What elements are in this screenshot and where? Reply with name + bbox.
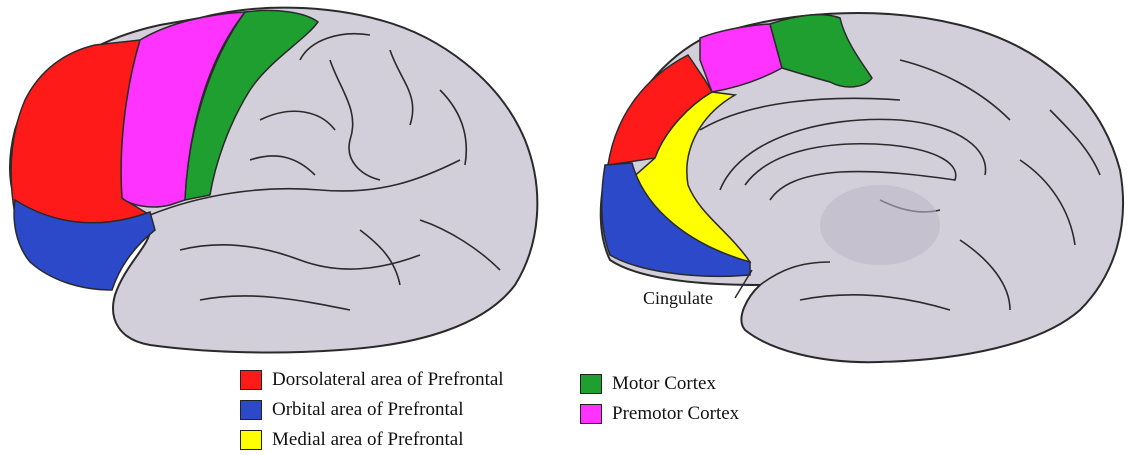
legend-label-orbital: Orbital area of Prefrontal xyxy=(272,399,464,421)
legend-swatch-medial xyxy=(240,430,262,450)
medial-thalamus-shading xyxy=(820,185,940,265)
legend-label-motor: Motor Cortex xyxy=(612,373,716,395)
legend-swatch-motor xyxy=(580,374,602,394)
legend-swatch-orbital xyxy=(240,400,262,420)
legend-swatch-dorsolateral xyxy=(240,370,262,390)
legend-label-premotor: Premotor Cortex xyxy=(612,403,739,425)
legend-label-medial: Medial area of Prefrontal xyxy=(272,429,464,451)
legend-swatch-premotor xyxy=(580,404,602,424)
legend-item-motor: Motor Cortex xyxy=(580,373,716,395)
legend-item-dorsolateral: Dorsolateral area of Prefrontal xyxy=(240,369,504,391)
legend-item-premotor: Premotor Cortex xyxy=(580,403,739,425)
medial-brain-view xyxy=(0,0,1127,370)
cingulate-label: Cingulate xyxy=(643,288,713,309)
legend-label-dorsolateral: Dorsolateral area of Prefrontal xyxy=(272,369,504,391)
legend-item-orbital: Orbital area of Prefrontal xyxy=(240,399,464,421)
legend-item-medial: Medial area of Prefrontal xyxy=(240,429,464,451)
